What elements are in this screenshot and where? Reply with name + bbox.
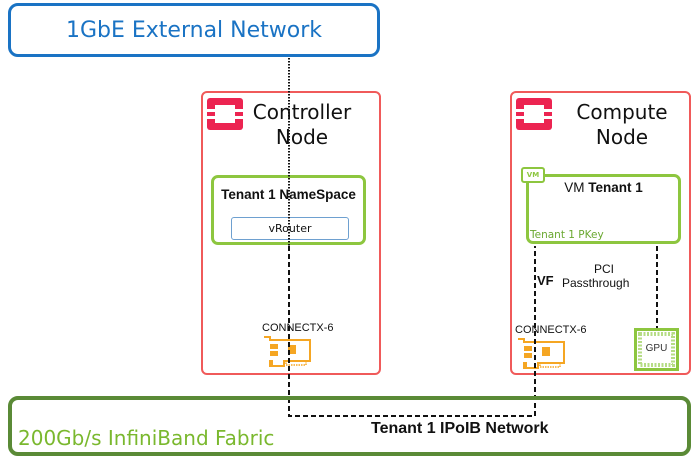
ipoib-network-label: Tenant 1 IPoIB Network [371,420,549,437]
vm-badge: VM [521,167,545,183]
vm-title: VM Tenant 1 [526,180,681,195]
gpu-label: GPU [645,343,668,354]
controller-nic-label: CONNECTX-6 [262,322,334,334]
controller-title-line2: Node [275,125,329,149]
nic-card-icon [518,338,565,369]
infiniband-fabric-box [8,396,691,456]
compute-title-line1: Compute [576,100,668,124]
vf-label: VF [537,273,554,288]
compute-title-line2: Node [595,125,649,149]
openstack-logo-icon [207,98,243,130]
vm-title-tenant: Tenant 1 [588,180,643,195]
gpu-chip-icon [634,328,679,371]
vm-title-prefix: VM [564,180,585,195]
compute-nic-label: CONNECTX-6 [515,324,587,336]
controller-title-line1: Controller [252,100,352,124]
pci-label-line1: PCI [593,262,614,276]
pci-label-line2: Passthrough [562,276,630,290]
controller-node: Controller Node [201,91,381,375]
compute-node: Compute Node [510,91,691,375]
vm-box [526,174,681,244]
openstack-logo-icon [516,98,552,130]
nic-card-icon [264,336,311,367]
fabric-label: 200Gb/s InfiniBand Fabric [18,426,275,450]
namespace-title: Tenant 1 NameSpace [221,187,356,202]
pkey-label: Tenant 1 PKey [530,229,604,241]
ipoib-tenant-path [288,246,536,417]
external-network-box: 1GbE External Network [8,3,380,57]
external-network-label: 1GbE External Network [65,18,323,43]
